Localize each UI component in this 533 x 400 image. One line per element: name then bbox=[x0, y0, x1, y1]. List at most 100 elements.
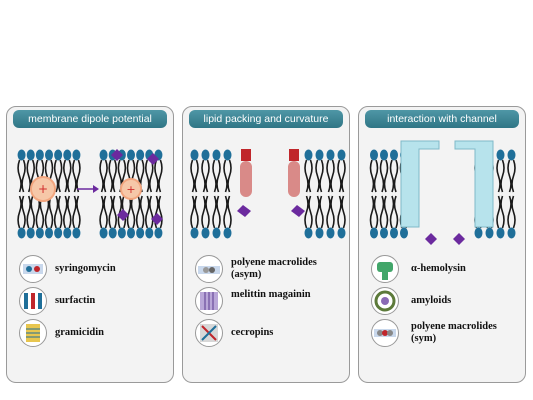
dipole-sphere-left bbox=[30, 176, 56, 202]
curvature-membrane-illustration bbox=[190, 149, 346, 239]
channel-right-wall bbox=[454, 140, 494, 228]
lipid-tail bbox=[62, 159, 72, 193]
arrow-head bbox=[93, 185, 99, 193]
lipid-headgroup bbox=[370, 227, 378, 239]
lipid-tail bbox=[337, 195, 346, 229]
lipid-tail bbox=[379, 159, 389, 193]
lipid-headgroup bbox=[35, 149, 44, 161]
amyloids-icon bbox=[371, 287, 399, 315]
membrane-left-half bbox=[190, 149, 232, 239]
item-label: melittin magainin bbox=[231, 289, 311, 300]
lipid-headgroup bbox=[99, 149, 108, 161]
lipid-tail bbox=[507, 159, 516, 193]
panel-lipid-packing-and-curvature: lipid packing and curvature polyene macr… bbox=[182, 106, 350, 383]
lipid-tail bbox=[212, 195, 221, 229]
lipid-tail bbox=[369, 195, 379, 229]
lipid-tail bbox=[369, 159, 379, 193]
marker-diamond bbox=[291, 205, 305, 217]
lipid-headgroup bbox=[370, 149, 378, 161]
lipid-headgroup bbox=[315, 227, 324, 239]
lipid-headgroup bbox=[99, 227, 108, 239]
panel-title: membrane dipole potential bbox=[13, 110, 167, 128]
lipid-tail bbox=[99, 159, 108, 193]
lipid-headgroup bbox=[54, 227, 63, 239]
item-label: polyene macrolides (asym) bbox=[231, 257, 317, 280]
lipid-tail bbox=[72, 159, 81, 193]
lipid-tail bbox=[144, 159, 154, 193]
lipid-headgroup bbox=[63, 227, 72, 239]
lipid-headgroup bbox=[496, 227, 505, 239]
plus-sign: + bbox=[38, 182, 48, 196]
lipid-tail bbox=[126, 195, 136, 229]
lipid-headgroup bbox=[17, 149, 26, 161]
marker-diamond bbox=[147, 153, 159, 165]
item-label: gramicidin bbox=[55, 327, 104, 338]
lipid-tail bbox=[17, 195, 26, 229]
lipid-tail bbox=[315, 195, 324, 229]
lipid-tail bbox=[337, 159, 346, 193]
peptide-cap bbox=[241, 149, 251, 161]
lipid-headgroup bbox=[337, 149, 346, 161]
polyene-asym-icon bbox=[195, 255, 223, 283]
lipid-tail bbox=[154, 195, 163, 229]
item-label: α-hemolysin bbox=[411, 263, 466, 274]
lipid-tail bbox=[326, 195, 335, 229]
marker-diamond bbox=[237, 205, 251, 217]
melittin-icon bbox=[195, 287, 223, 315]
panel-title: lipid packing and curvature bbox=[189, 110, 343, 128]
lipid-headgroup bbox=[223, 149, 232, 161]
lipid-tail bbox=[379, 195, 389, 229]
polyene-sym-icon bbox=[371, 319, 399, 347]
channel-membrane-illustration bbox=[369, 140, 516, 245]
lipid-headgroup bbox=[337, 227, 346, 239]
lipid-tail bbox=[304, 159, 313, 193]
lipid-tail bbox=[17, 159, 26, 193]
lipid-tail bbox=[190, 195, 199, 229]
lipid-headgroup bbox=[154, 227, 163, 239]
lipid-tail bbox=[326, 159, 335, 193]
syringomycin-icon bbox=[19, 255, 47, 283]
lipid-headgroup bbox=[190, 149, 199, 161]
item-label: surfactin bbox=[55, 295, 96, 306]
item-label: cecropins bbox=[231, 327, 274, 338]
lipid-tail bbox=[108, 159, 118, 193]
plus-sign-2: + bbox=[126, 183, 135, 196]
lipid-headgroup bbox=[136, 227, 145, 239]
lipid-headgroup bbox=[201, 149, 210, 161]
lipid-headgroup bbox=[72, 227, 81, 239]
lipid-headgroup bbox=[326, 227, 335, 239]
membrane-left bbox=[17, 149, 81, 239]
lipid-headgroup bbox=[201, 227, 210, 239]
marker-diamond bbox=[111, 149, 123, 161]
lipid-headgroup bbox=[485, 227, 494, 239]
lipid-headgroup bbox=[507, 149, 516, 161]
lipid-headgroup bbox=[507, 227, 516, 239]
marker-diamond bbox=[117, 209, 129, 221]
lipid-tail bbox=[496, 159, 505, 193]
lipid-tail bbox=[201, 195, 210, 229]
lipid-headgroup bbox=[304, 227, 313, 239]
lipid-headgroup bbox=[223, 227, 232, 239]
lipid-headgroup bbox=[45, 227, 53, 239]
lipid-headgroup bbox=[127, 227, 135, 239]
lipid-headgroup bbox=[26, 227, 35, 239]
lipid-headgroup bbox=[136, 149, 145, 161]
item-label: syringomycin bbox=[55, 263, 116, 274]
lipid-tail bbox=[304, 195, 313, 229]
lipid-headgroup bbox=[26, 149, 35, 161]
dipole-membrane-illustration: + + bbox=[17, 149, 163, 239]
gramicidin-icon bbox=[19, 319, 47, 347]
lipid-headgroup bbox=[145, 227, 154, 239]
lipid-tail bbox=[223, 159, 232, 193]
lipid-tail bbox=[389, 195, 399, 229]
lipid-tail bbox=[154, 159, 163, 193]
item-label: polyene macrolides (sym) bbox=[411, 321, 497, 344]
marker-diamond bbox=[425, 233, 437, 245]
lipid-headgroup bbox=[390, 149, 398, 161]
lipid-headgroup bbox=[474, 227, 483, 239]
lipid-headgroup bbox=[380, 149, 388, 161]
panel-interaction-with-channel: interaction with channel α-hemolysin amy… bbox=[358, 106, 526, 383]
lipid-headgroup bbox=[315, 149, 324, 161]
lipid-headgroup bbox=[117, 227, 126, 239]
lipid-headgroup bbox=[496, 149, 505, 161]
